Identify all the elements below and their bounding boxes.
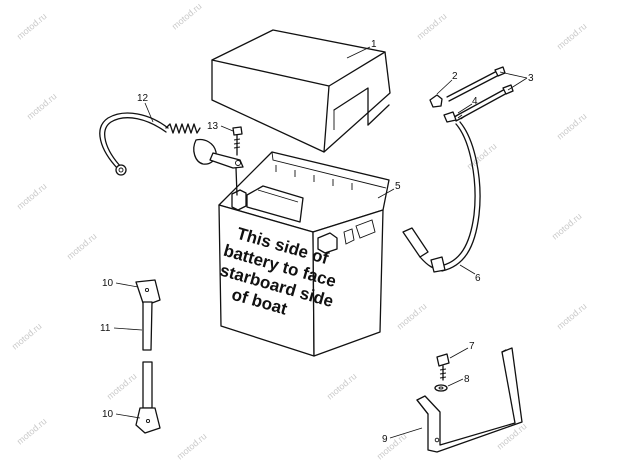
watermark: motod.ru [15, 11, 49, 41]
watermark: motod.ru [65, 231, 99, 261]
positive-terminal-hardware [429, 66, 514, 123]
battery-cover [211, 29, 391, 153]
callout-3: 3 [528, 73, 534, 84]
small-bolt [232, 126, 243, 156]
callout-12: 12 [137, 93, 149, 104]
callout-1: 1 [371, 39, 377, 50]
strap-body-upper [142, 301, 153, 351]
callout-6: 6 [475, 273, 481, 284]
callout-9: 9 [382, 434, 388, 445]
watermark: motod.ru [555, 21, 589, 51]
callout-7: 7 [469, 341, 475, 352]
callout-labels: 1 2 3 4 5 6 7 8 9 10 11 10 12 13 [100, 39, 534, 445]
watermark: motod.ru [415, 11, 449, 41]
callout-2: 2 [452, 71, 458, 82]
watermark: motod.ru [175, 431, 209, 461]
ring-terminal [115, 164, 127, 176]
watermark: motod.ru [105, 371, 139, 401]
strap-body-lower [142, 361, 153, 409]
nut [429, 94, 443, 108]
watermark: motod.ru [170, 1, 204, 31]
positive-terminal [317, 232, 338, 254]
watermark: motod.ru [10, 321, 44, 351]
negative-terminal [231, 189, 247, 211]
watermark: motod.ru [325, 371, 359, 401]
callout-11: 11 [100, 323, 111, 334]
watermark: motod.ru [25, 91, 59, 121]
callout-8: 8 [464, 374, 470, 385]
mounting-bracket [416, 347, 523, 453]
callout-13: 13 [207, 121, 219, 132]
watermark: motod.ru [550, 211, 584, 241]
bracket-washer [434, 384, 448, 392]
bracket-bolt [436, 353, 450, 367]
callout-4: 4 [472, 96, 478, 107]
battery: This side of battery to face starboard s… [218, 151, 390, 357]
watermark: motod.ru [375, 431, 409, 461]
watermark: motod.ru [395, 301, 429, 331]
callout-10-top: 10 [102, 278, 114, 289]
leader-lines [113, 46, 528, 439]
watermark: motod.ru [15, 181, 49, 211]
watermark: motod.ru [15, 416, 49, 446]
negative-cable [99, 112, 244, 196]
strap-end-bottom [135, 407, 161, 434]
watermark: motod.ru [555, 301, 589, 331]
callout-5: 5 [395, 181, 401, 192]
callout-10-bottom: 10 [102, 409, 114, 420]
hold-down-strap [135, 279, 161, 434]
positive-cable [402, 121, 481, 273]
battery-orientation-label: This side of battery to face starboard s… [218, 224, 339, 319]
watermark: motod.ru [555, 111, 589, 141]
